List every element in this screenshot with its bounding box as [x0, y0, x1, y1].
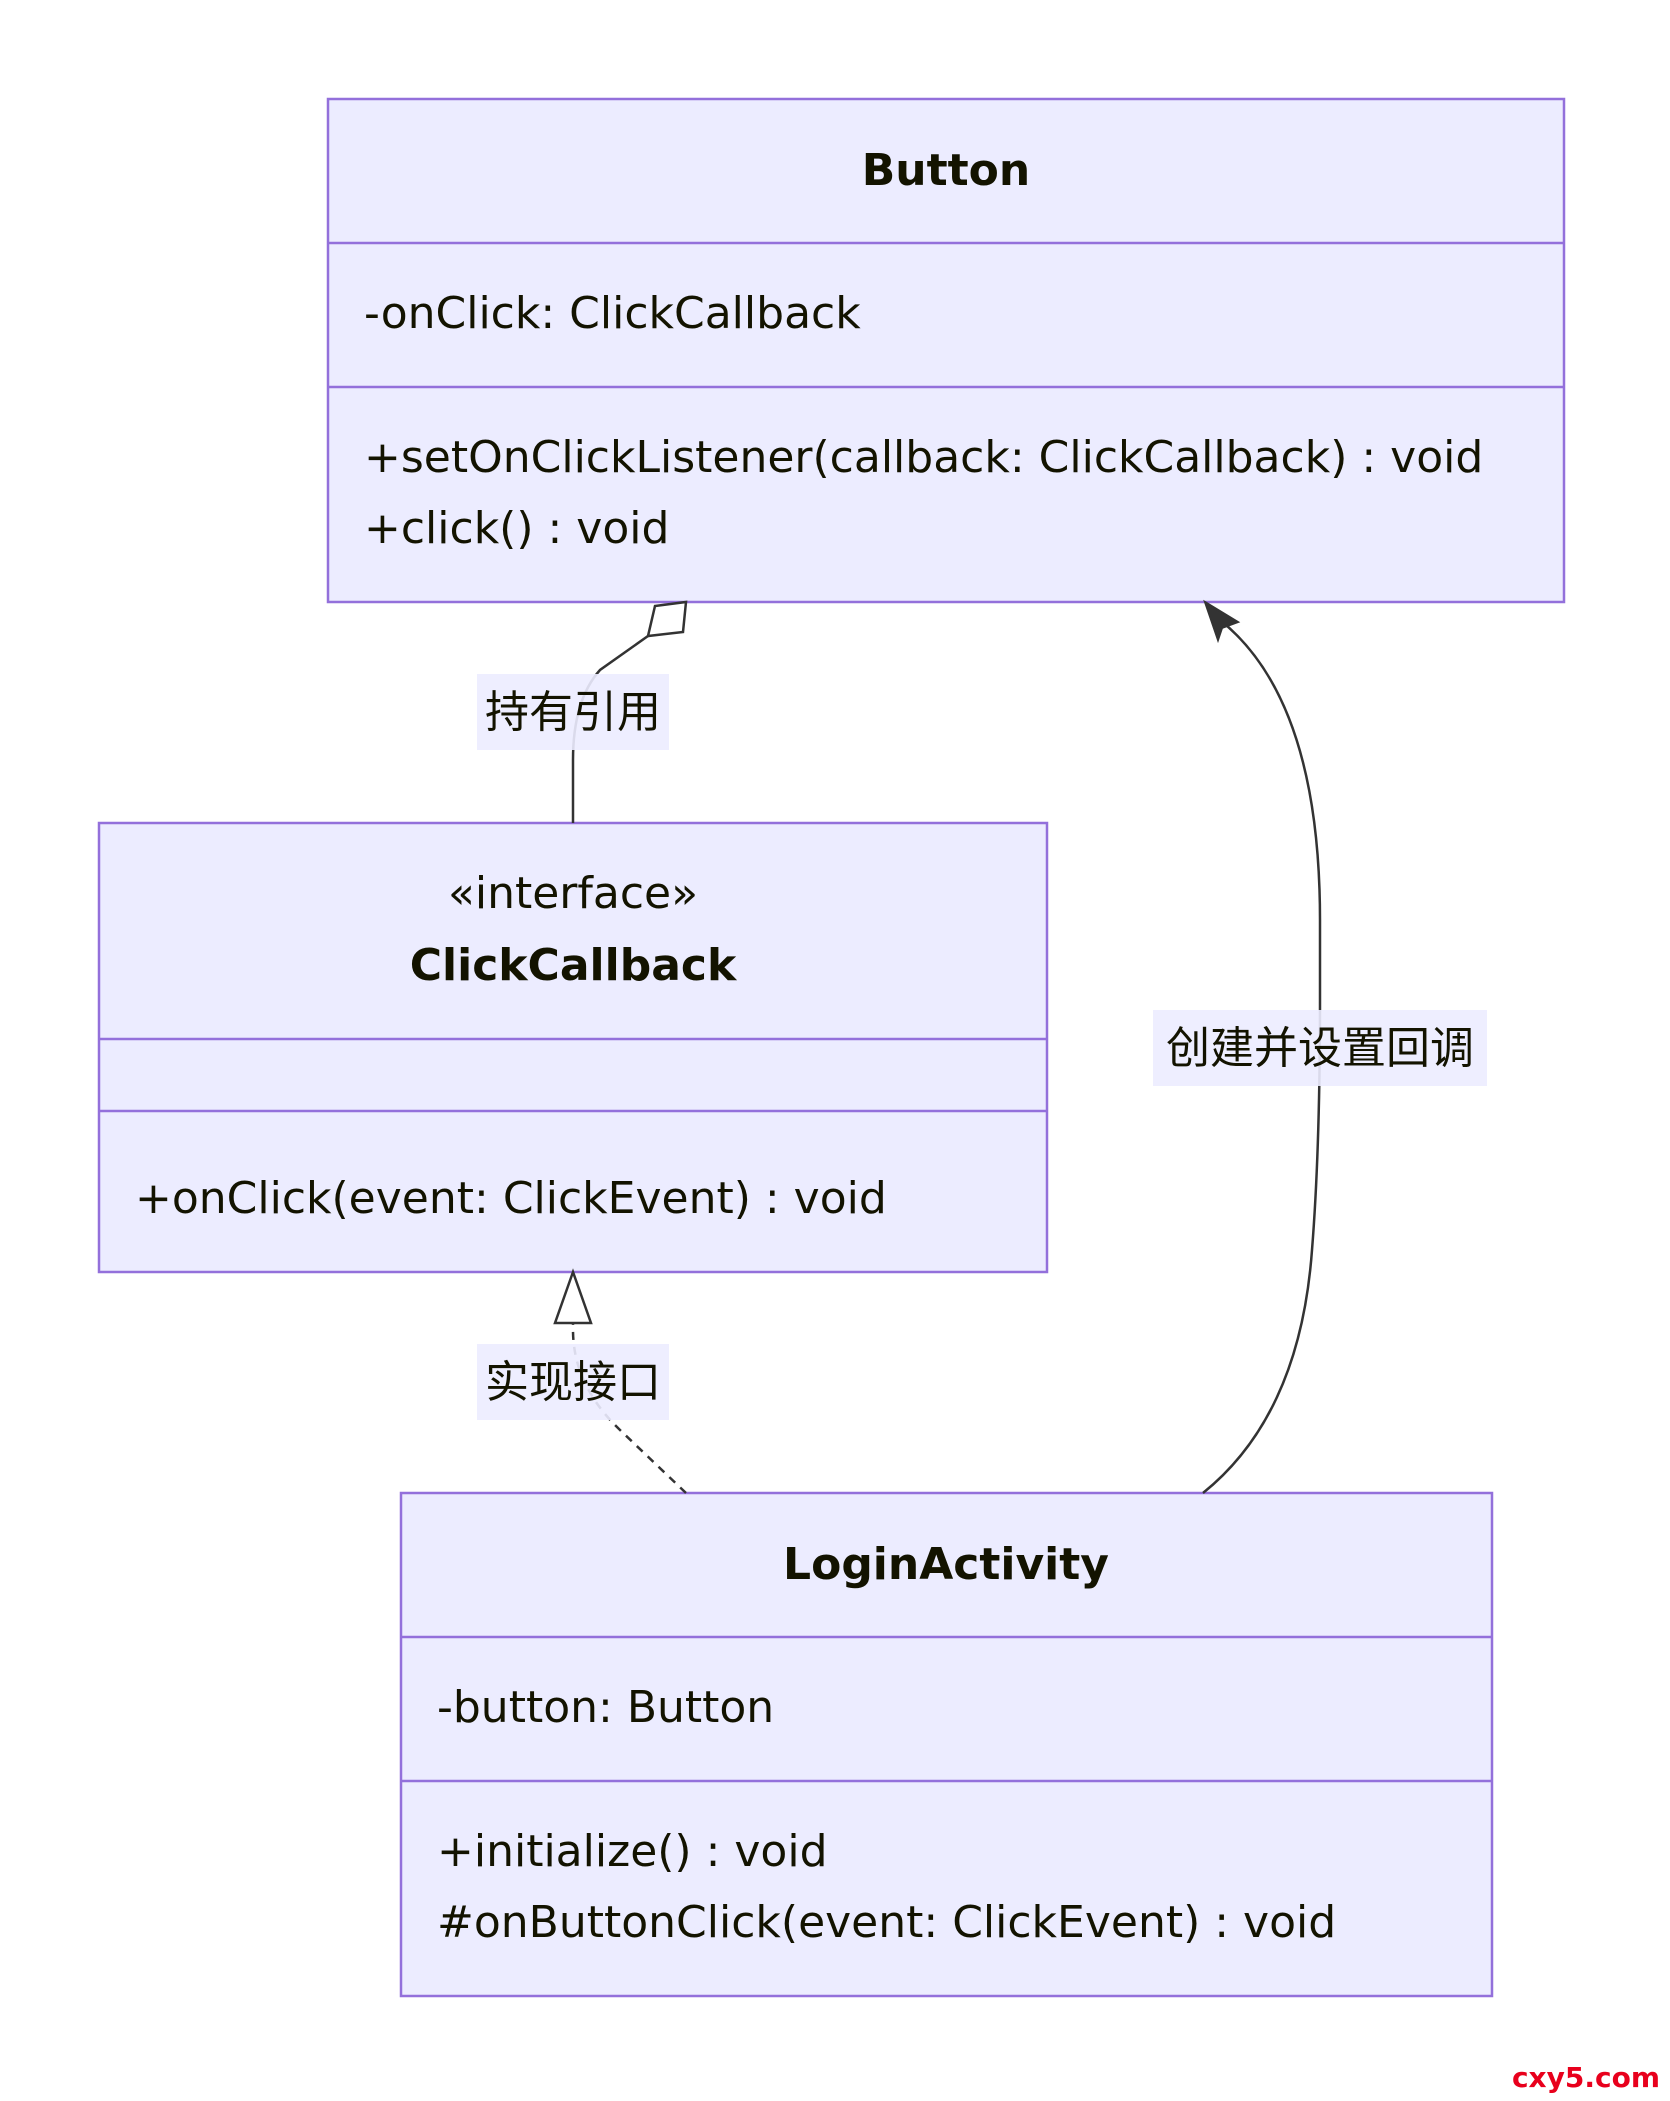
association-arrowhead-icon	[1203, 599, 1241, 644]
edge-aggregation: 持有引用	[477, 600, 688, 823]
class-login-activity-box	[399, 1491, 1494, 1998]
realization-triangle-icon	[553, 1268, 593, 1325]
class-click-callback-title: ClickCallback	[410, 940, 738, 991]
class-button-box	[326, 97, 1566, 604]
association-label-bg	[1153, 1010, 1487, 1086]
class-click-callback: «interface» ClickCallback +onClick(event…	[97, 821, 1049, 1274]
aggregation-label-bg	[477, 674, 669, 750]
class-button-method: +click() : void	[364, 503, 669, 554]
class-login-activity-attribute: -button: Button	[437, 1682, 774, 1733]
edge-association: 创建并设置回调	[1153, 599, 1487, 1494]
association-label: 创建并设置回调	[1166, 1023, 1474, 1074]
class-login-activity-method: #onButtonClick(event: ClickEvent) : void	[437, 1897, 1336, 1948]
class-login-activity-title: LoginActivity	[783, 1539, 1109, 1590]
class-click-callback-box	[97, 821, 1049, 1274]
class-button: Button -onClick: ClickCallback +setOnCli…	[326, 97, 1566, 604]
class-click-callback-stereotype: «interface»	[448, 868, 698, 919]
association-line	[1202, 611, 1322, 1494]
realization-label: 实现接口	[485, 1357, 661, 1408]
class-button-title: Button	[862, 145, 1030, 196]
realization-label-bg	[477, 1344, 669, 1420]
aggregation-label: 持有引用	[485, 687, 661, 738]
watermark-text: cxy5.com	[1512, 2061, 1660, 2094]
class-login-activity-method: +initialize() : void	[437, 1826, 828, 1877]
aggregation-diamond-icon	[646, 600, 688, 638]
class-button-method: +setOnClickListener(callback: ClickCallb…	[364, 432, 1483, 483]
class-login-activity: LoginActivity -button: Button +initializ…	[399, 1491, 1494, 1998]
class-click-callback-method: +onClick(event: ClickEvent) : void	[135, 1173, 887, 1224]
class-button-attribute: -onClick: ClickCallback	[364, 288, 861, 339]
edge-realization: 实现接口	[477, 1268, 687, 1494]
